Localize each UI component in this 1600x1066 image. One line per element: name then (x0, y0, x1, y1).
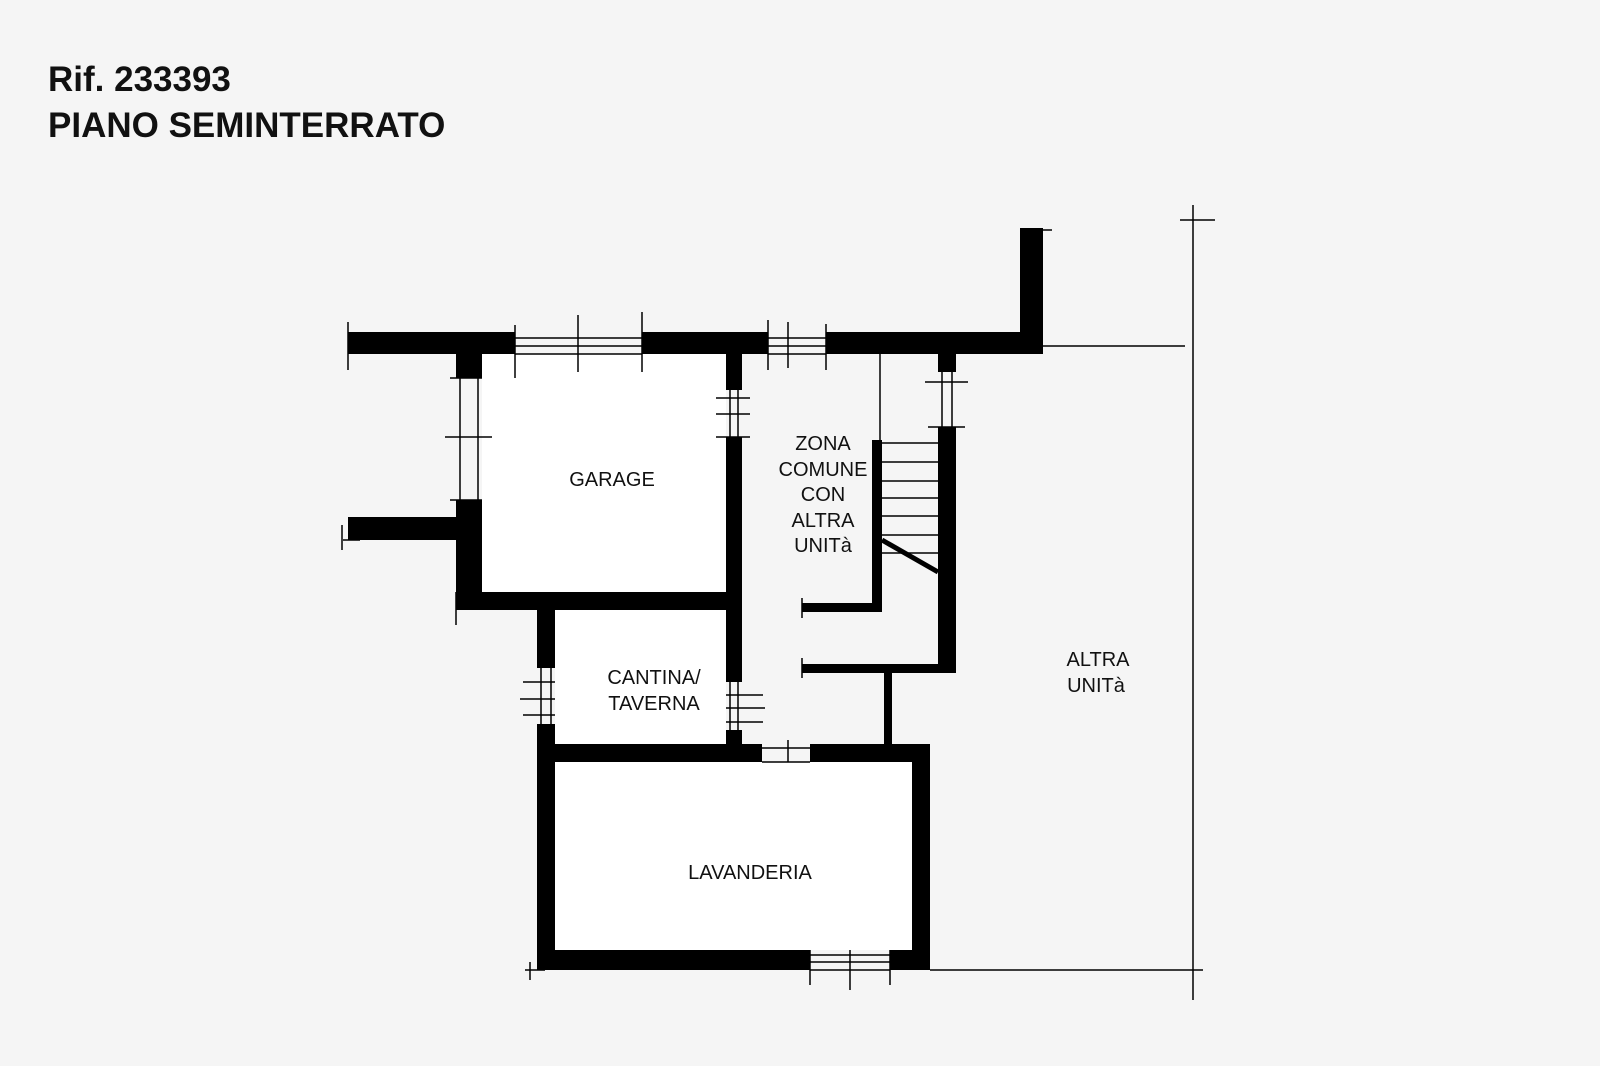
stair-arrow (880, 537, 940, 575)
label-zona-comune-4: ALTRA (792, 510, 856, 532)
label-garage: GARAGE (569, 469, 655, 491)
lavanderia-room (555, 762, 912, 950)
label-zona-comune-1: ZONA (795, 433, 851, 455)
walls (348, 228, 1043, 970)
cantina-room (555, 610, 726, 744)
label-zona-comune-2: COMUNE (779, 459, 868, 481)
label-cantina-2: TAVERNA (608, 693, 700, 715)
floor-title: PIANO SEMINTERRATO (48, 106, 446, 145)
label-altra-unita-2: UNITà (1067, 675, 1126, 697)
reference-number: Rif. 233393 (48, 60, 231, 99)
room-fills (482, 354, 912, 950)
label-zona-comune-3: CON (801, 484, 845, 506)
label-cantina-1: CANTINA/ (607, 667, 701, 689)
garage-room (482, 354, 726, 592)
label-altra-unita-1: ALTRA (1067, 649, 1131, 671)
label-zona-comune-5: UNITà (794, 535, 853, 557)
windows-and-lines (341, 205, 1215, 1000)
label-lavanderia: LAVANDERIA (688, 862, 812, 884)
